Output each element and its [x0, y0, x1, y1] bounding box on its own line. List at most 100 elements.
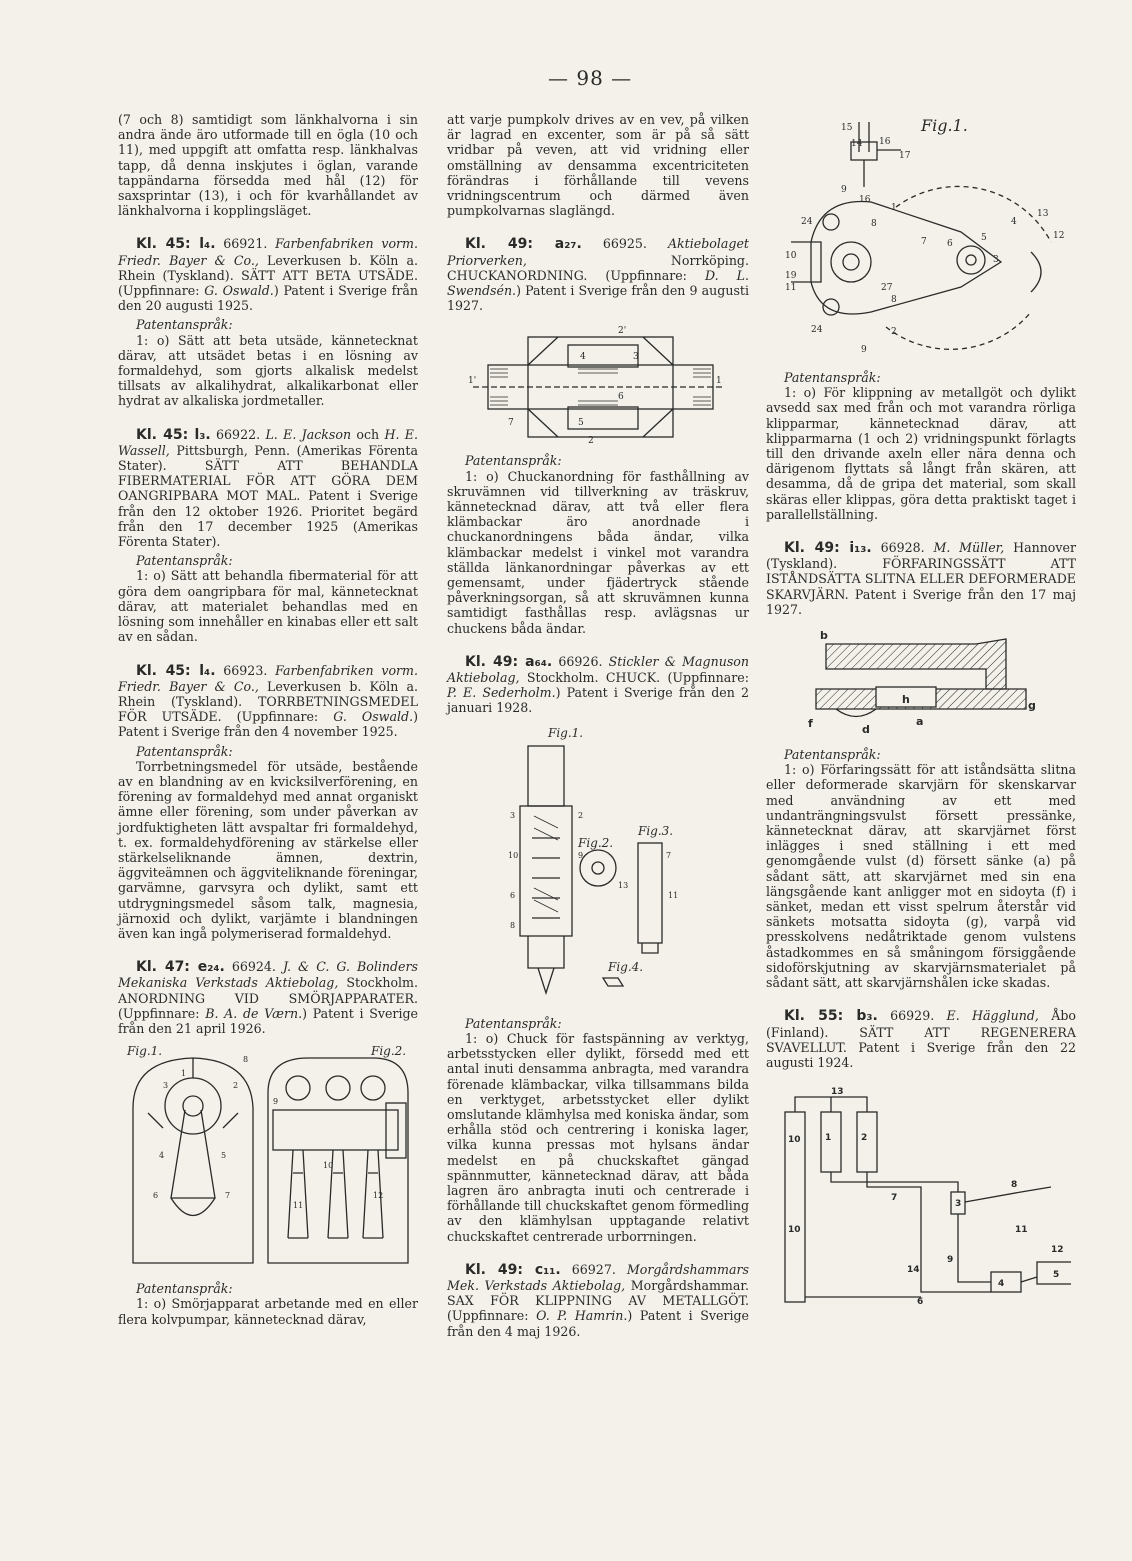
claim-text: 1: o) Chuckanordning för fasthållning av…	[447, 468, 749, 636]
claim-heading: Patentanspråk:	[465, 453, 562, 469]
svg-text:14: 14	[907, 1265, 920, 1275]
claim-heading: Patentanspråk:	[136, 1281, 233, 1297]
entry-tail: ) Patent i Sverige från den 20 augusti 1…	[118, 283, 418, 314]
patent-number: 66928.	[880, 540, 925, 556]
applicant: Stickler & Magnuson Aktiebolag,	[447, 653, 749, 686]
svg-text:5: 5	[1053, 1270, 1059, 1280]
entry-tail: ) Patent i Sverige från den 4 maj 1926.	[447, 1308, 749, 1339]
claim-text: Torrbetningsmedel för utsäde, bestående …	[118, 758, 418, 941]
entry-text: Leverkusen b. Köln a. Rhein (Tyskland). …	[118, 252, 418, 299]
patent-number: 66921.	[223, 236, 268, 252]
svg-text:8: 8	[1011, 1180, 1017, 1190]
svg-text:15: 15	[841, 123, 853, 133]
svg-text:6: 6	[917, 1297, 923, 1307]
svg-text:10: 10	[788, 1225, 801, 1235]
svg-text:1: 1	[891, 203, 897, 213]
svg-text:11: 11	[1015, 1225, 1028, 1235]
svg-text:11: 11	[293, 1201, 303, 1210]
applicant: Aktiebolaget Priorverken,	[447, 236, 749, 268]
svg-text:6: 6	[618, 392, 624, 402]
conjunction: och	[356, 426, 380, 442]
applicant: E. Hägglund,	[946, 1008, 1039, 1024]
class-label: Kl. 45: l₃.	[136, 426, 211, 443]
svg-text:10: 10	[323, 1161, 333, 1170]
svg-text:16: 16	[879, 137, 891, 147]
class-label: Kl. 45: l₄.	[136, 662, 216, 679]
svg-text:3: 3	[163, 1081, 168, 1090]
claim-heading: Patentanspråk:	[784, 747, 881, 763]
patent-entry-66926: Kl. 49: a₆₄. 66926. Stickler & Magnuson …	[447, 654, 749, 1244]
svg-text:12: 12	[1051, 1245, 1064, 1255]
fig-2-label: Fig.2.	[578, 835, 614, 850]
svg-text:1: 1	[181, 1069, 186, 1078]
entry-tail: ) Patent i Sverige från den 2 januari 19…	[447, 685, 749, 716]
patent-number: 66926.	[558, 653, 603, 669]
patent-entry-66929: Kl. 55: b₃. 66929. E. Hägglund, Åbo (Fin…	[766, 1008, 1076, 1312]
patent-entry-66927: Kl. 49: c₁₁. 66927. Morgårdshammars Mek.…	[447, 1262, 749, 1339]
fig-1-label: Fig.1.	[921, 116, 968, 135]
entry-text: Hannover (Tyskland). FÖRFARINGSSÄTT ATT …	[766, 540, 1076, 617]
svg-text:11: 11	[785, 283, 796, 293]
claim-heading: Patentanspråk:	[136, 317, 233, 333]
column-1: (7 och 8) samtidigt som länkhalvorna i s…	[118, 112, 418, 1327]
claim-heading: Patentanspråk:	[465, 1015, 562, 1031]
patent-entry-66925: Kl. 49: a₂₇. 66925. Aktiebolaget Priorve…	[447, 236, 749, 635]
inventor: P. E. Sederholm.	[447, 685, 556, 701]
svg-text:16: 16	[859, 195, 871, 205]
svg-text:3: 3	[633, 352, 639, 362]
claim-text: 1: o) För klippning av metallgöt och dyl…	[766, 385, 1076, 522]
entry-text: Pittsburgh, Penn. (Amerikas Förenta Stat…	[118, 442, 418, 550]
svg-text:2: 2	[578, 811, 583, 820]
patent-number: 66922.	[216, 426, 261, 442]
class-label: Kl. 49: c₁₁.	[465, 1261, 561, 1278]
patent-number: 66925.	[602, 236, 647, 252]
svg-text:1: 1	[825, 1133, 831, 1143]
svg-text:h: h	[902, 693, 910, 706]
claim-text: 1: o) Förfaringssätt för att iståndsätta…	[766, 762, 1076, 991]
inventor: D. L. Swendsén.	[447, 267, 749, 299]
class-label: Kl. 49: a₆₄.	[465, 653, 553, 670]
fig-2-label: Fig.2.	[371, 1044, 407, 1059]
svg-text:8: 8	[243, 1055, 248, 1064]
svg-text:9: 9	[578, 851, 583, 860]
svg-text:17: 17	[899, 151, 911, 161]
claim-text: 1: o) Smörjapparat arbetande med en elle…	[118, 1296, 418, 1327]
svg-text:4: 4	[998, 1279, 1004, 1289]
continued-text: (7 och 8) samtidigt som länkhalvorna i s…	[118, 112, 418, 219]
svg-text:13: 13	[618, 881, 628, 890]
class-label: Kl. 49: a₂₇.	[465, 236, 582, 253]
fig-3-label: Fig.3.	[638, 823, 674, 838]
svg-text:9: 9	[273, 1097, 278, 1106]
class-label: Kl. 49: i₁₃.	[784, 540, 872, 557]
svg-text:5: 5	[981, 233, 987, 243]
svg-text:7: 7	[225, 1191, 230, 1200]
patent-number: 66924.	[231, 959, 276, 975]
patent-entry-66922: Kl. 45: l₃. 66922. L. E. Jackson och H. …	[118, 427, 418, 645]
svg-text:b: b	[820, 629, 828, 642]
svg-text:3: 3	[510, 811, 515, 820]
entry-text: Åbo (Finland). SÄTT ATT REGENERERA SVAVE…	[766, 1008, 1076, 1070]
svg-text:1': 1'	[468, 376, 476, 386]
applicant: Farbenfabriken vorm. Friedr. Bayer & Co.…	[118, 236, 419, 268]
entry-text: Stockholm. ANORDNING VID SMÖRJAPPARATER.…	[118, 975, 418, 1021]
entry-text: Morgårdshammar. SAX FÖR KLIPPNING AV MET…	[447, 1277, 749, 1324]
entry-text: Stockholm. CHUCK. (Uppfinnare:	[526, 670, 749, 686]
svg-text:7: 7	[921, 237, 927, 247]
patent-entry-66923: Kl. 45: l₄. 66923. Farbenfabriken vorm. …	[118, 663, 418, 942]
column-2: att varje pumpkolv drives av en vev, på …	[447, 112, 749, 1339]
rail-joint-drawing: bhf dag	[808, 629, 1036, 736]
applicant: Farbenfabriken vorm. Friedr. Bayer & Co.…	[118, 662, 419, 694]
svg-text:11: 11	[668, 891, 678, 900]
claim-heading: Patentanspråk:	[136, 743, 233, 759]
patent-number: 66923.	[223, 662, 268, 678]
class-label: Kl. 47: e₂₄.	[136, 959, 225, 976]
claim-text: 1: o) Sätt att behandla fibermaterial fö…	[118, 568, 418, 645]
svg-text:2: 2	[891, 327, 897, 337]
svg-text:2: 2	[233, 1081, 238, 1090]
